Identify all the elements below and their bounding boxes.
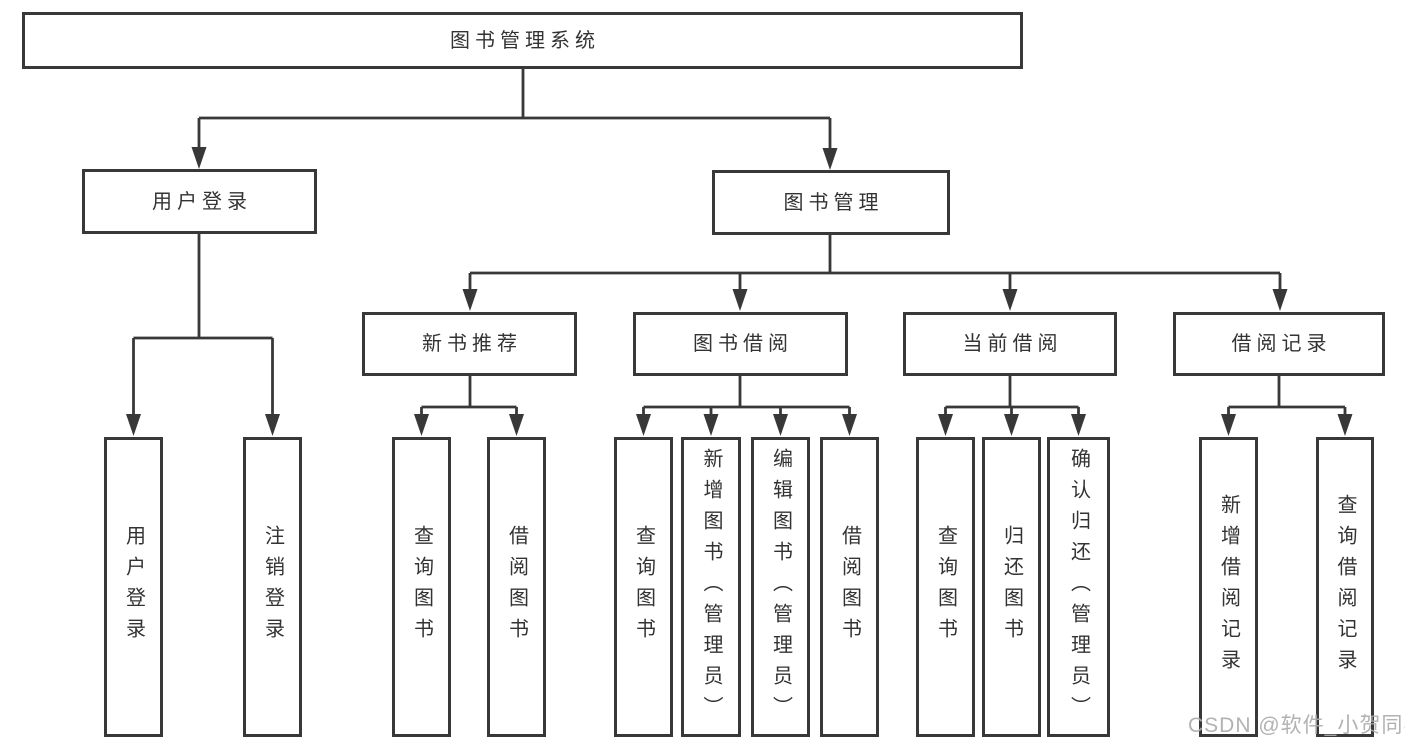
- arrowhead-icon: [265, 414, 280, 436]
- arrowhead-icon: [703, 414, 719, 436]
- leaf-borrow-book-2-label: 借阅图书: [838, 525, 861, 649]
- arrowhead-icon: [636, 414, 651, 436]
- arrowhead-icon: [1071, 414, 1086, 436]
- leaf-return-book: 归还图书: [982, 437, 1041, 737]
- arrowhead-icon: [822, 148, 838, 170]
- leaf-edit-book-admin-label: 编辑图书（管理员）: [769, 447, 792, 727]
- leaf-query-book-1: 查询图书: [392, 437, 451, 737]
- node-new-book-recommend: 新书推荐: [362, 312, 577, 376]
- arrowhead-icon: [938, 414, 953, 436]
- connector-borrowrecords-children: [1227, 375, 1347, 422]
- node-root-label: 图书管理系统: [450, 29, 600, 52]
- leaf-user-login: 用户登录: [104, 437, 163, 737]
- leaf-query-borrow-record: 查询借阅记录: [1316, 437, 1374, 737]
- leaf-query-book-1-label: 查询图书: [410, 525, 433, 649]
- leaf-query-book-3-label: 查询图书: [934, 525, 957, 649]
- node-book-management-label: 图书管理: [783, 191, 884, 214]
- arrowhead-icon: [191, 147, 207, 169]
- node-current-borrow-label: 当前借阅: [962, 333, 1063, 355]
- connector-root-to-level2: [197, 68, 832, 153]
- connector-newbookrec-children: [420, 375, 518, 422]
- leaf-query-book-2: 查询图书: [614, 437, 673, 737]
- node-current-borrow: 当前借阅: [903, 312, 1117, 376]
- arrowhead-icon: [732, 289, 748, 311]
- leaf-edit-book-admin: 编辑图书（管理员）: [751, 437, 810, 737]
- leaf-add-borrow-record-label: 新增借阅记录: [1217, 494, 1240, 680]
- arrowhead-icon: [1002, 289, 1018, 311]
- leaf-query-borrow-record-label: 查询借阅记录: [1334, 494, 1356, 680]
- leaf-query-book-2-label: 查询图书: [632, 525, 655, 649]
- node-book-management: 图书管理: [712, 170, 950, 235]
- arrowhead-icon: [414, 414, 429, 436]
- leaf-borrow-book-1: 借阅图书: [487, 437, 546, 737]
- node-book-borrow-label: 图书借阅: [693, 333, 793, 355]
- arrowhead-icon: [1272, 289, 1288, 311]
- node-book-borrow: 图书借阅: [633, 312, 848, 376]
- arrowhead-icon: [1337, 414, 1353, 436]
- leaf-logout: 注销登录: [243, 437, 302, 737]
- arrowheads: [126, 147, 1353, 436]
- leaf-add-book-admin: 新增图书（管理员）: [681, 437, 741, 737]
- leaf-confirm-return-admin-label: 确认归还（管理员）: [1067, 447, 1090, 727]
- connector-bookmgmt-children: [468, 234, 1282, 296]
- leaf-add-borrow-record: 新增借阅记录: [1199, 437, 1258, 737]
- leaf-borrow-book-2: 借阅图书: [820, 437, 879, 737]
- leaf-borrow-book-1-label: 借阅图书: [505, 525, 528, 649]
- leaf-add-book-admin-label: 新增图书（管理员）: [700, 447, 722, 727]
- arrowhead-icon: [1004, 414, 1019, 436]
- node-root: 图书管理系统: [22, 12, 1023, 69]
- arrowhead-icon: [1221, 414, 1236, 436]
- leaf-confirm-return-admin: 确认归还（管理员）: [1047, 437, 1110, 737]
- node-borrow-records: 借阅记录: [1173, 312, 1385, 376]
- leaf-query-book-3: 查询图书: [916, 437, 975, 737]
- arrowhead-icon: [126, 414, 141, 436]
- arrowhead-icon: [509, 414, 524, 436]
- leaf-user-login-label: 用户登录: [122, 525, 145, 649]
- node-user-login-group-label: 用户登录: [152, 190, 252, 213]
- arrowhead-icon: [773, 414, 788, 436]
- node-borrow-records-label: 借阅记录: [1231, 333, 1332, 355]
- node-new-book-recommend-label: 新书推荐: [422, 333, 522, 355]
- connector-bookborrow-children: [642, 375, 851, 422]
- arrowhead-icon: [462, 289, 478, 311]
- arrowhead-icon: [842, 414, 857, 436]
- leaf-return-book-label: 归还图书: [1000, 525, 1023, 649]
- node-user-login-group: 用户登录: [82, 169, 317, 234]
- connector-userlogin-children: [132, 233, 274, 422]
- leaf-logout-label: 注销登录: [261, 525, 284, 649]
